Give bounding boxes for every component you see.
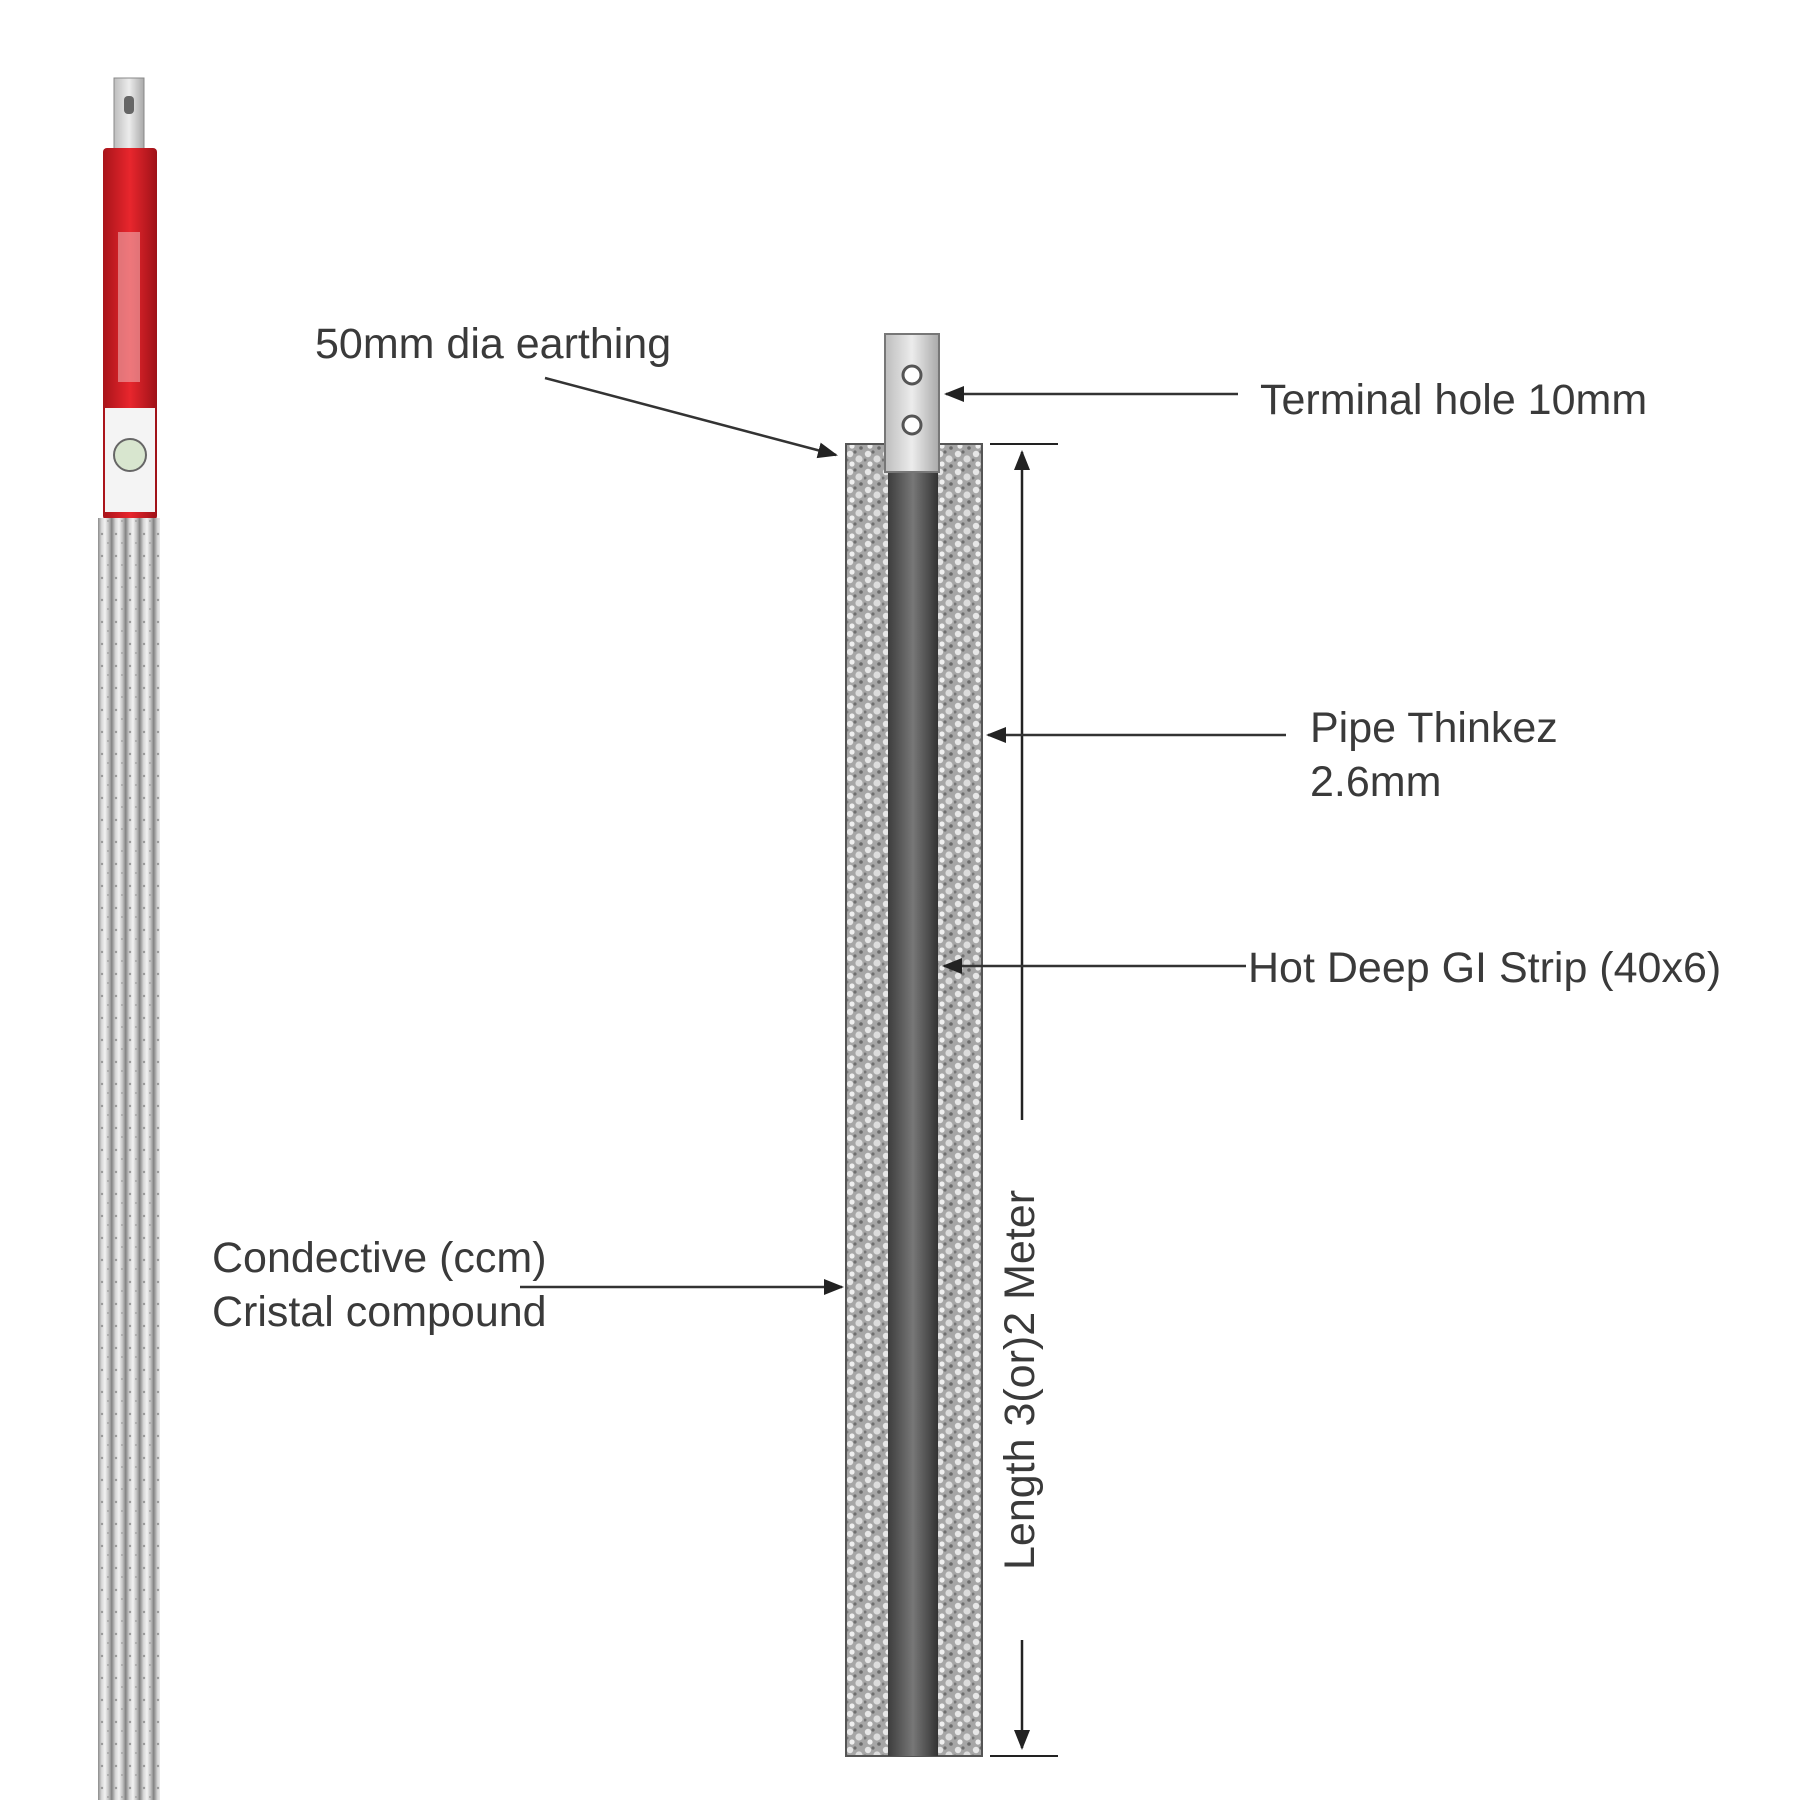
gi-strip-label: Hot Deep GI Strip (40x6) bbox=[1248, 944, 1721, 992]
length-dimension: Length 3(or)2 Meter bbox=[990, 443, 1058, 1757]
earthing-dia-label: 50mm dia earthing bbox=[315, 320, 671, 368]
earthing-cross-section bbox=[845, 333, 983, 1757]
leader-earthing-dia bbox=[544, 376, 838, 459]
terminal-hole-bottom bbox=[901, 414, 923, 436]
pipe-thickness-label-line1: Pipe Thinkez bbox=[1310, 704, 1558, 752]
pipe-body bbox=[98, 518, 160, 1800]
terminal-lug bbox=[884, 333, 940, 473]
pipe-terminal-lug bbox=[113, 77, 145, 157]
pipe-label-text-block bbox=[118, 232, 140, 382]
compound-label-line2: Cristal compound bbox=[212, 1288, 547, 1336]
earthing-pipe-photo bbox=[98, 77, 160, 1800]
pipe-lug-slot bbox=[124, 96, 134, 114]
leader-lines bbox=[520, 376, 1286, 1295]
length-label: Length 3(or)2 Meter bbox=[996, 1190, 1044, 1570]
gi-strip bbox=[888, 470, 938, 1756]
compound-label-line1: Condective (ccm) bbox=[212, 1234, 547, 1282]
pipe-label-logo-icon bbox=[113, 438, 147, 472]
terminal-hole-top bbox=[901, 364, 923, 386]
terminal-hole-label: Terminal hole 10mm bbox=[1260, 376, 1647, 424]
pipe-thickness-label-line2: 2.6mm bbox=[1310, 758, 1441, 806]
callout-labels: 50mm dia earthing Terminal hole 10mm Pip… bbox=[212, 320, 1721, 1336]
